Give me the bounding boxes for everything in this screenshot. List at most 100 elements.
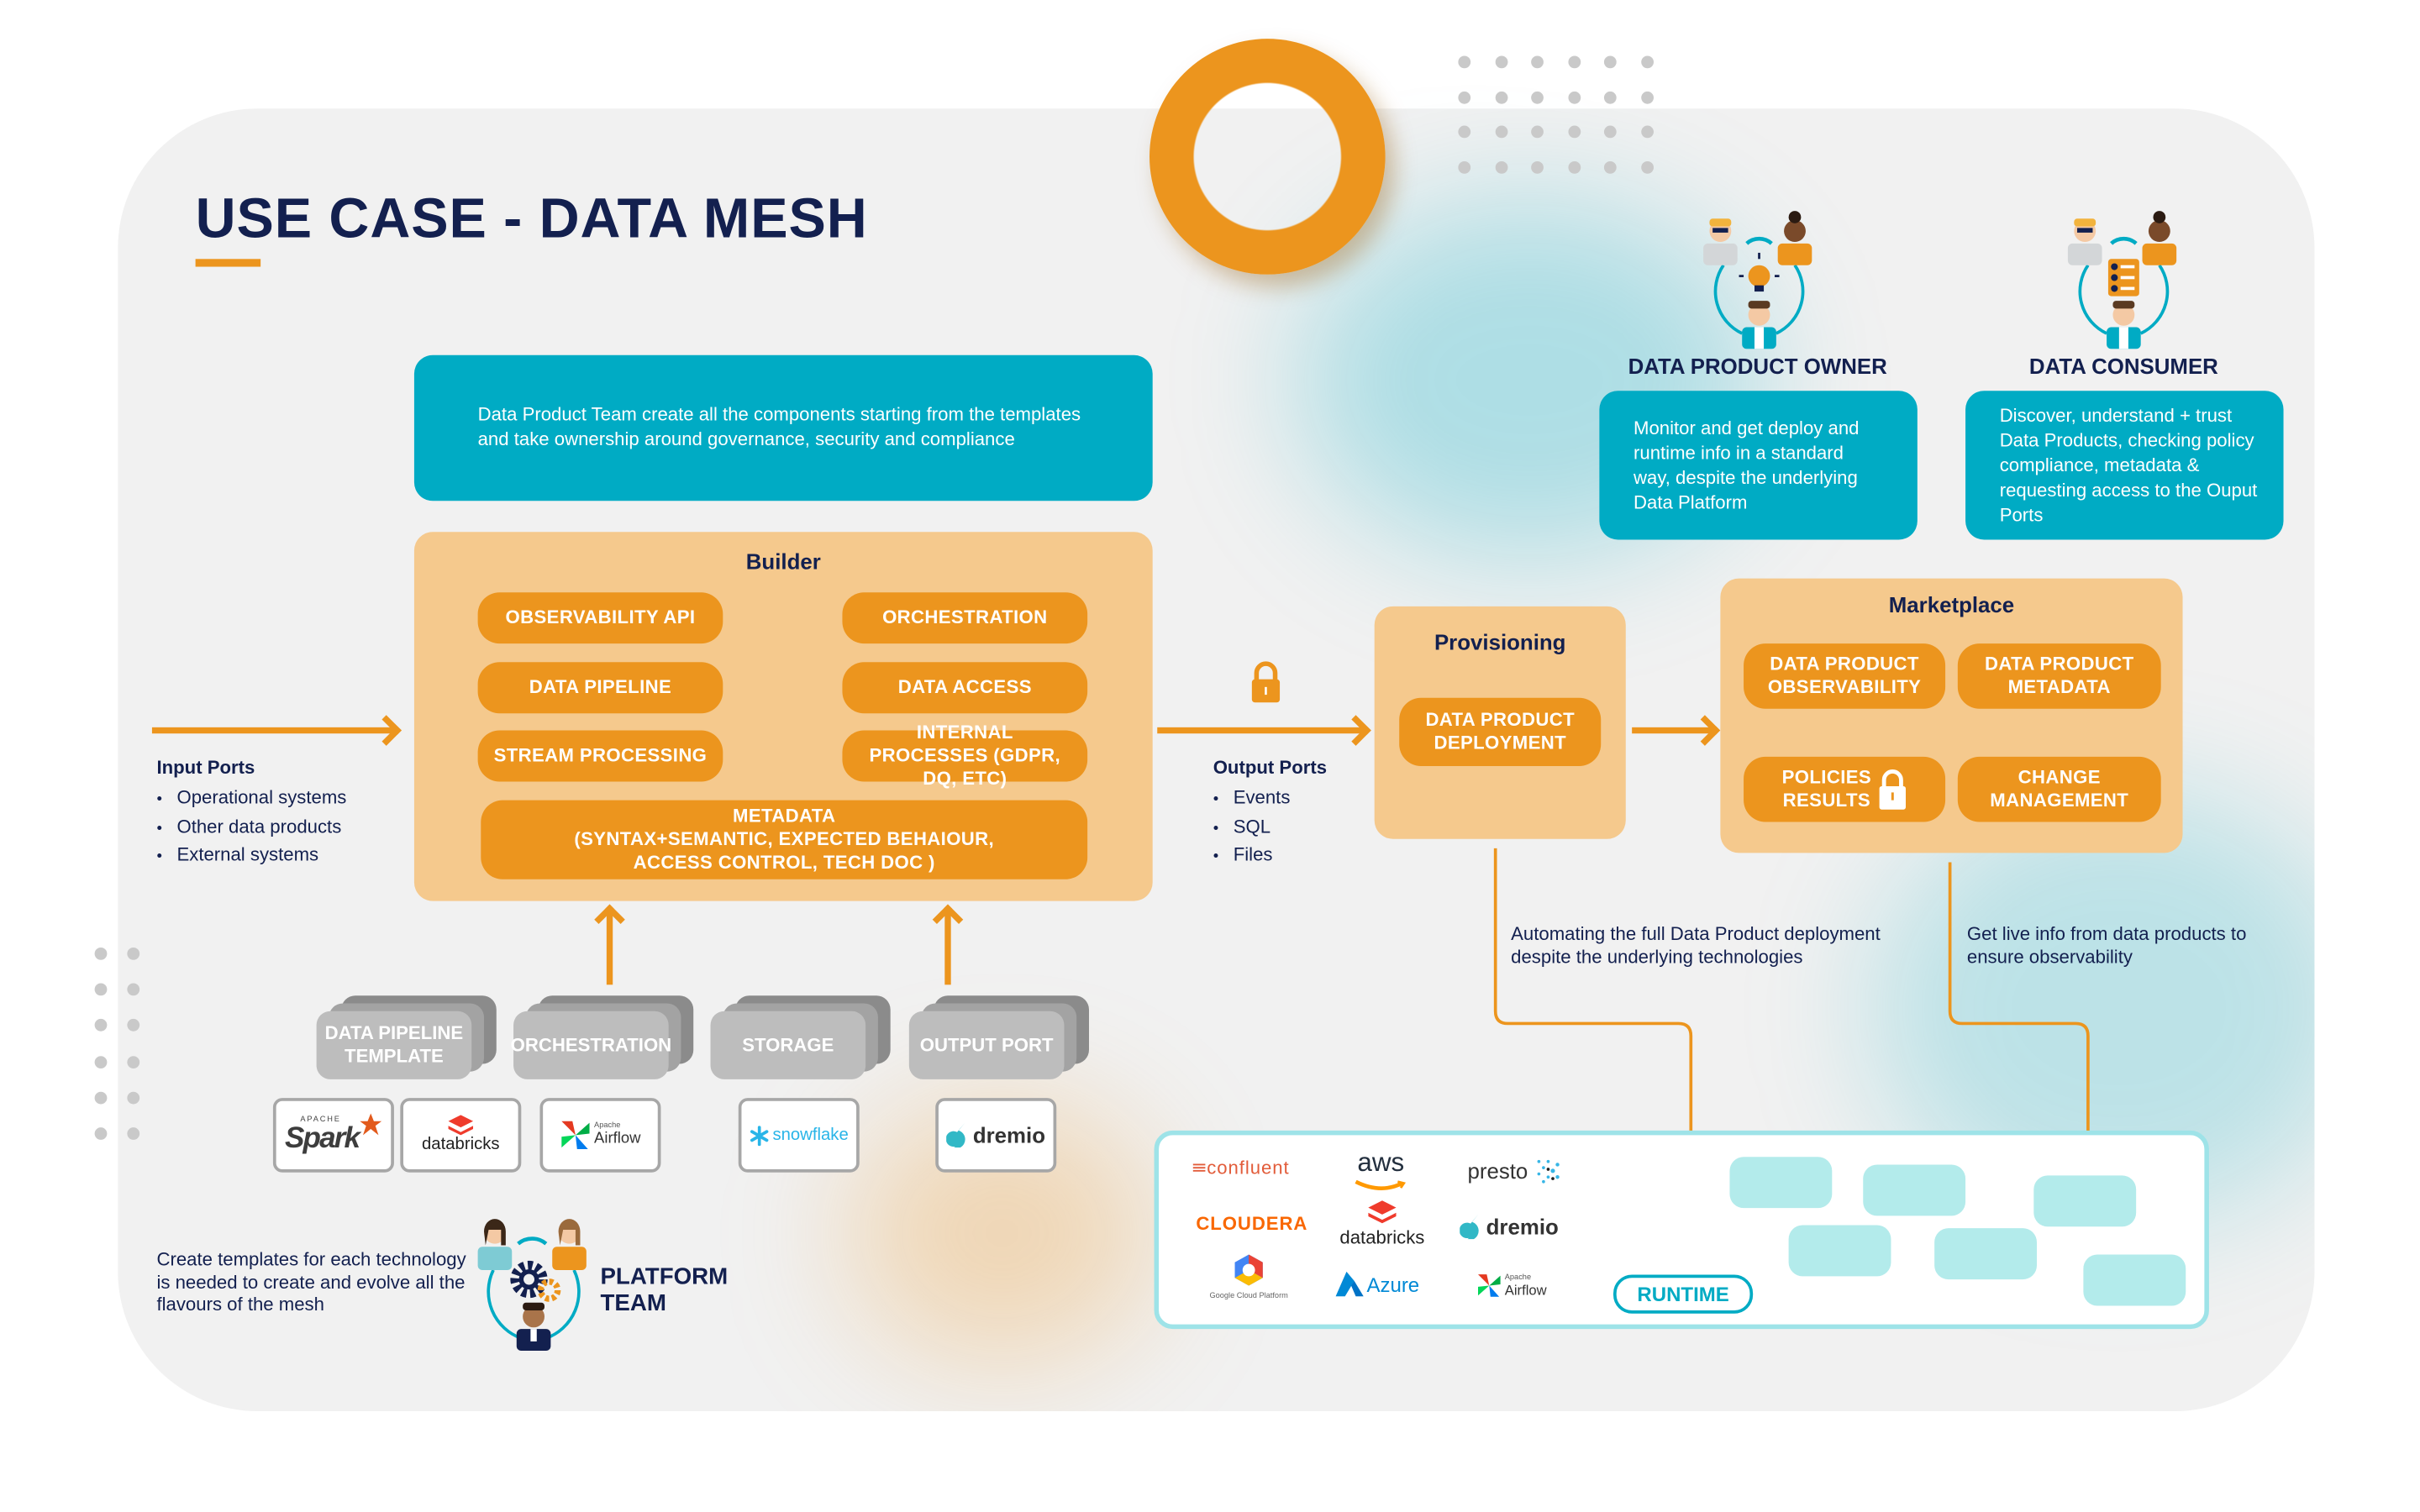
page-title: USE CASE - DATA MESH [195, 186, 868, 250]
airflow-text: Apache Airflow [1505, 1273, 1547, 1299]
aws-smile-icon [1355, 1179, 1407, 1190]
deployment-line-2: DEPLOYMENT [1434, 732, 1567, 754]
airflow-small: Apache [594, 1121, 621, 1131]
template-storage[interactable]: STORAGE [710, 995, 891, 1092]
marketplace-item-change-management[interactable]: CHANGE MANAGEMENT [1957, 756, 2161, 822]
decorative-dot [1458, 90, 1471, 103]
spark-logo: APACHE Spark [272, 1098, 394, 1173]
dremio-logo: dremio [935, 1098, 1057, 1173]
runtime-tile[interactable] [1788, 1225, 1891, 1277]
decorative-dot [1567, 90, 1581, 103]
decorative-dot [94, 1055, 108, 1068]
output-port-item: SQL [1213, 813, 1327, 842]
presto-logo: presto [1467, 1158, 1528, 1184]
builder-item-metadata[interactable]: METADATA (SYNTAX+SEMANTIC, EXPECTED BEHA… [481, 800, 1088, 879]
decorative-dot [1603, 90, 1617, 103]
provisioning-to-runtime-line [1493, 848, 1693, 1148]
builder-item-data-pipeline[interactable]: DATA PIPELINE [477, 662, 723, 714]
lock-icon [1251, 661, 1281, 703]
airflow-pinwheel-icon [1478, 1274, 1501, 1297]
decorative-dot [126, 983, 139, 996]
mp-observability-line-2: OBSERVABILITY [1767, 675, 1922, 698]
runtime-label[interactable]: RUNTIME [1612, 1274, 1754, 1314]
input-ports-list: Operational systems Other data products … [156, 785, 346, 870]
spark-small: APACHE [300, 1115, 341, 1125]
decorative-dot [1458, 160, 1471, 173]
lightbulb-team-icon [1703, 211, 1812, 349]
marketplace-item-observability[interactable]: DATA PRODUCT OBSERVABILITY [1744, 643, 1946, 709]
template-label-line-1: DATA PIPELINE [324, 1021, 464, 1044]
decorative-dot [1494, 125, 1507, 139]
output-ports-list: Events SQL Files [1213, 785, 1327, 870]
metadata-line-1: METADATA [733, 805, 836, 827]
mp-policies-line-1: POLICIES [1781, 765, 1872, 788]
marketplace-box: Marketplace DATA PRODUCT OBSERVABILITY D… [1720, 578, 2183, 853]
builder-item-data-access[interactable]: DATA ACCESS [842, 662, 1088, 714]
consumer-title: DATA CONSUMER [2028, 353, 2218, 379]
decorative-dot [1640, 90, 1654, 103]
team-note-box: Data Product Team create all the compone… [413, 354, 1153, 501]
template-output-port[interactable]: OUTPUT PORT [908, 995, 1089, 1092]
metadata-line-3: ACCESS CONTROL, TECH DOC ) [633, 851, 935, 874]
gcp-hexagon-icon [1234, 1254, 1263, 1286]
decorative-dot [1531, 90, 1544, 103]
decorative-dot [94, 1019, 108, 1032]
spark-wordmark: APACHE Spark [285, 1115, 360, 1155]
airflow-logo: Airflow [1504, 1281, 1547, 1298]
gears-team-icon [477, 1219, 587, 1351]
runtime-tile[interactable] [1729, 1157, 1833, 1209]
consumer-description: Discover, understand + trust Data Produc… [1999, 404, 2258, 526]
mp-change-line-1: CHANGE [2018, 765, 2101, 788]
decorative-dot [1494, 55, 1507, 69]
provisioning-note: Automating the full Data Product deploym… [1511, 922, 1881, 968]
airflow-pinwheel-icon [561, 1121, 590, 1149]
marketplace-item-metadata[interactable]: DATA PRODUCT METADATA [1957, 643, 2161, 709]
template-label: STORAGE [710, 1011, 866, 1079]
builder-item-observability-api[interactable]: OBSERVABILITY API [477, 592, 723, 644]
airflow-logo-group: Apache Airflow [1477, 1272, 1547, 1299]
metadata-line-2: (SYNTAX+SEMANTIC, EXPECTED BEHAIOUR, [574, 827, 995, 850]
decorative-dot [1567, 55, 1581, 69]
output-arrow [1157, 727, 1364, 734]
presto-dots-icon [1537, 1159, 1560, 1184]
provisioning-item-deployment[interactable]: DATA PRODUCT DEPLOYMENT [1399, 697, 1602, 766]
builder-item-stream-processing[interactable]: STREAM PROCESSING [477, 730, 723, 782]
builder-title: Builder [745, 549, 821, 575]
dremio-narwhal-icon [1460, 1214, 1479, 1240]
azure-logo: Azure [1366, 1272, 1420, 1296]
marketplace-title: Marketplace [1888, 592, 2015, 617]
runtime-tile[interactable] [2033, 1175, 2137, 1227]
confluent-logo: confluent [1207, 1157, 1290, 1179]
runtime-tile[interactable] [1934, 1228, 2037, 1280]
decorative-dot [1640, 125, 1654, 139]
snowflake-logo: snowflake [738, 1098, 860, 1173]
airflow-name: Airflow [594, 1130, 641, 1148]
provisioning-box: Provisioning DATA PRODUCT DEPLOYMENT [1374, 606, 1626, 839]
marketplace-item-policies-results[interactable]: POLICIES RESULTS [1744, 756, 1946, 822]
output-ports: Output Ports Events SQL Files [1213, 757, 1327, 871]
runtime-tile[interactable] [2083, 1254, 2186, 1306]
azure-logo-group: Azure [1335, 1271, 1420, 1297]
template-orchestration[interactable]: ORCHESTRATION [511, 995, 694, 1092]
presto-logo-group: presto [1467, 1157, 1563, 1184]
runtime-label-text: RUNTIME [1637, 1282, 1729, 1306]
mp-metadata-line-1: DATA PRODUCT [1984, 653, 2134, 675]
checklist-team-icon [2067, 211, 2177, 349]
databricks-logo-group: databricks [1329, 1200, 1435, 1256]
provisioning-title: Provisioning [1434, 629, 1566, 655]
template-up-arrow-right [944, 911, 951, 985]
decorative-dot [126, 1091, 139, 1105]
spark-star-icon [360, 1113, 382, 1136]
runtime-tile[interactable] [1863, 1164, 1966, 1216]
databricks-layers-icon [1368, 1200, 1397, 1224]
mp-observability-line-1: DATA PRODUCT [1770, 653, 1919, 675]
aws-logo: aws [1357, 1147, 1405, 1178]
confluent-logo-group: confluent [1192, 1157, 1290, 1179]
builder-item-orchestration[interactable]: ORCHESTRATION [842, 592, 1088, 644]
databricks-layers-icon [448, 1115, 474, 1136]
azure-icon [1335, 1271, 1364, 1297]
dremio-logo-group: dremio [1460, 1213, 1559, 1241]
runtime-box: confluent aws presto CLOUDERA databricks… [1154, 1130, 2209, 1330]
